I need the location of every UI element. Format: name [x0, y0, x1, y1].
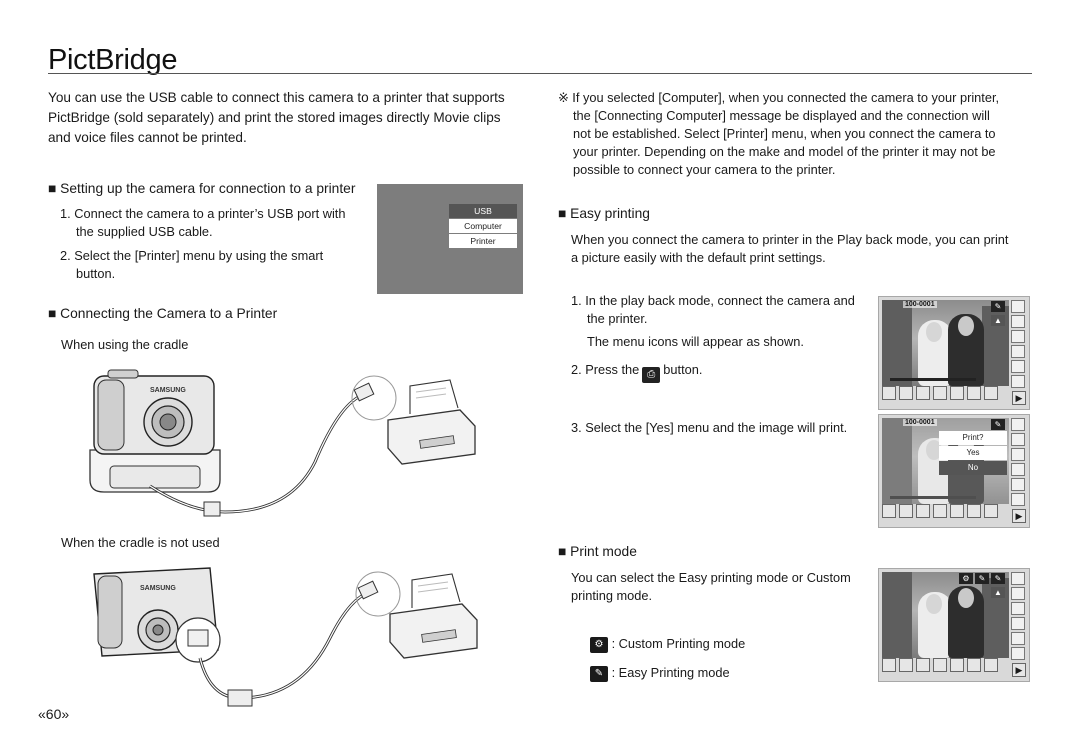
- lock-icon-3: ▲: [991, 587, 1005, 598]
- easy-step-2-end: button.: [663, 362, 703, 377]
- mode-text-2: printing mode.: [571, 588, 653, 603]
- cradle-label: When using the cradle: [61, 337, 189, 352]
- custom-print-icon: ⚙: [590, 636, 608, 653]
- file-counter: 100-0001: [903, 301, 937, 308]
- easy-mode-row: ✎ : Easy Printing mode: [590, 663, 730, 682]
- mode-text-1: You can select the Easy printing mode or…: [571, 570, 851, 585]
- next-arrow-icon-3: ▶: [1012, 663, 1026, 677]
- easy-step-2-start: 2. Press the: [571, 362, 640, 377]
- print-prompt-title: Print?: [939, 431, 1007, 445]
- setup-heading: ■ Setting up the camera for connection t…: [48, 181, 356, 196]
- easy-mode-screen-icon: ✎: [975, 573, 989, 584]
- lock-icon: ▲: [991, 315, 1005, 326]
- setup-step-1-cont: the supplied USB cable.: [76, 224, 213, 239]
- note-line-4: your printer. Depending on the make and …: [573, 144, 996, 159]
- print-mode-heading: ■ Print mode: [558, 544, 637, 559]
- next-arrow-icon: ▶: [1012, 391, 1026, 405]
- print-prompt-no: No: [939, 461, 1007, 475]
- easy-print-icon: ✎: [991, 301, 1005, 312]
- lcd-playback-screen: 100-0001 ✎ ▲ ▶: [878, 296, 1030, 410]
- cradle-connection-illustration: SAMSUNG: [89, 369, 476, 517]
- lcd-print-mode-screen: ⚙ ✎ ✎ ▲ ▶: [878, 568, 1030, 682]
- note-line-5: possible to connect your camera to the p…: [573, 162, 836, 177]
- easy-print-mode-icon: ✎: [590, 665, 608, 682]
- print-button-icon: ⎙: [642, 367, 661, 383]
- print-prompt-yes: Yes: [939, 446, 1007, 460]
- camera-brand-2: SAMSUNG: [140, 585, 176, 592]
- easy-print-icon-2: ✎: [991, 419, 1005, 430]
- bottom-menu-icons: [882, 386, 1001, 405]
- easy-printing-heading: ■ Easy printing: [558, 206, 650, 221]
- easy-step-1-note: The menu icons will appear as shown.: [587, 334, 804, 349]
- easy-text-2: a picture easily with the default print …: [571, 250, 826, 265]
- file-counter-2: 100-0001: [903, 419, 937, 426]
- page-title: PictBridge: [48, 44, 178, 76]
- easy-text-1: When you connect the camera to printer i…: [571, 232, 1009, 247]
- setup-step-1: 1. Connect the camera to a printer’s USB…: [60, 206, 346, 221]
- bottom-menu-icons-3: [882, 658, 1001, 677]
- camera-brand-1: SAMSUNG: [150, 387, 186, 394]
- connect-heading: ■ Connecting the Camera to a Printer: [48, 306, 278, 321]
- side-menu-icons-2: [1011, 418, 1027, 508]
- intro-paragraph: You can use the USB cable to connect thi…: [48, 90, 505, 145]
- sample-photo-3: [882, 572, 1009, 658]
- sample-photo: [882, 300, 1009, 386]
- setup-step-2-cont: button.: [76, 266, 116, 281]
- bottom-menu-icons-2: [882, 504, 1001, 523]
- easy-step-3: 3. Select the [Yes] menu and the image w…: [571, 420, 848, 435]
- easy-step-2: 2. Press the⎙button.: [571, 360, 702, 383]
- usb-menu-screenshot: USB Computer Printer: [377, 184, 523, 294]
- usb-option-printer: Printer: [449, 234, 517, 248]
- usb-menu-header: USB: [449, 204, 517, 218]
- next-arrow-icon-2: ▶: [1012, 509, 1026, 523]
- custom-mode-row: ⚙ : Custom Printing mode: [590, 634, 745, 653]
- note-line-1: ※ If you selected [Computer], when you c…: [558, 90, 1000, 105]
- note-line-2: the [Connecting Computer] message be dis…: [573, 108, 990, 123]
- easy-mode-screen-icon-2: ✎: [991, 573, 1005, 584]
- setup-step-2: 2. Select the [Printer] menu by using th…: [60, 248, 324, 263]
- easy-step-1-cont: the printer.: [587, 311, 648, 326]
- note-line-3: not be established. Select [Printer] men…: [573, 126, 996, 141]
- page-number: «60»: [38, 706, 70, 722]
- easy-step-1: 1. In the play back mode, connect the ca…: [571, 293, 855, 308]
- direct-connection-illustration: SAMSUNG: [93, 567, 478, 707]
- lcd-print-prompt-screen: 100-0001 ✎ Print? Yes No ▶: [878, 414, 1030, 528]
- easy-mode-label: : Easy Printing mode: [611, 665, 730, 680]
- side-menu-icons-3: [1011, 572, 1027, 662]
- side-menu-icons: [1011, 300, 1027, 390]
- custom-mode-screen-icon: ⚙: [959, 573, 973, 584]
- usb-option-computer: Computer: [449, 219, 517, 233]
- custom-mode-label: : Custom Printing mode: [611, 636, 746, 651]
- no-cradle-label: When the cradle is not used: [61, 535, 220, 550]
- title-rule: [48, 73, 1032, 74]
